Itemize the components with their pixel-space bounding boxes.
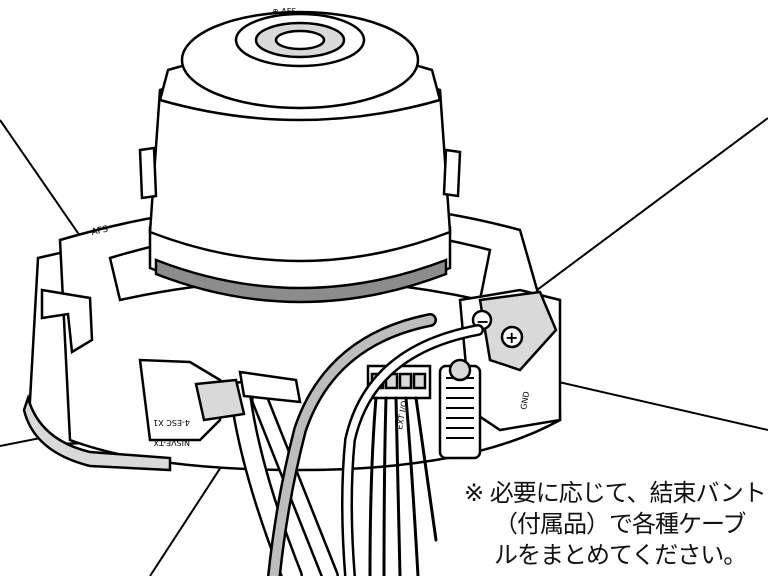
left-base-mark: AFS — [91, 225, 110, 238]
spring-coil — [446, 377, 474, 439]
cable-connector-2 — [238, 370, 302, 404]
reference-mark: ※ — [464, 479, 484, 507]
cable-power-inner — [343, 326, 482, 576]
cable-gray-inner — [269, 315, 435, 576]
note-line-2: （付属品）で各種ケーブ — [494, 510, 747, 538]
lens-glass — [274, 29, 326, 51]
rj45-connector — [194, 378, 246, 422]
leader-line-right — [549, 379, 768, 431]
terminal-pin-4 — [412, 372, 427, 390]
cable-bundling-note: ※ 必要に応じて、結束バント （付属品）で各種ケーブ ルをまとめてください。 — [464, 478, 768, 571]
note-line-1: ※ 必要に応じて、結束バント — [464, 479, 767, 507]
plus-mark: + — [505, 328, 518, 347]
terminal-pin-3 — [398, 372, 413, 390]
io-wire-bundle — [368, 396, 438, 576]
plus-screw — [500, 325, 524, 349]
dome-side-grip-right — [442, 148, 462, 198]
dome-band — [154, 258, 448, 304]
base-bottom-rim — [22, 393, 172, 472]
minus-mark: − — [476, 312, 489, 331]
front-mark-a: 4-ESC X1 — [153, 418, 190, 427]
side-mark: GND — [519, 391, 531, 411]
camera-dome — [138, 10, 462, 304]
spring-knob — [448, 358, 472, 382]
cables — [194, 313, 484, 576]
base-front-block — [138, 358, 222, 442]
front-mark-b: NISVE-TX — [153, 438, 190, 447]
top-mark: ⊕ AFS — [272, 7, 296, 16]
note-line-3: ルをまとめてください。 — [494, 541, 747, 569]
base-left-bracket — [40, 288, 94, 355]
dome-side-grip-left — [138, 146, 158, 200]
